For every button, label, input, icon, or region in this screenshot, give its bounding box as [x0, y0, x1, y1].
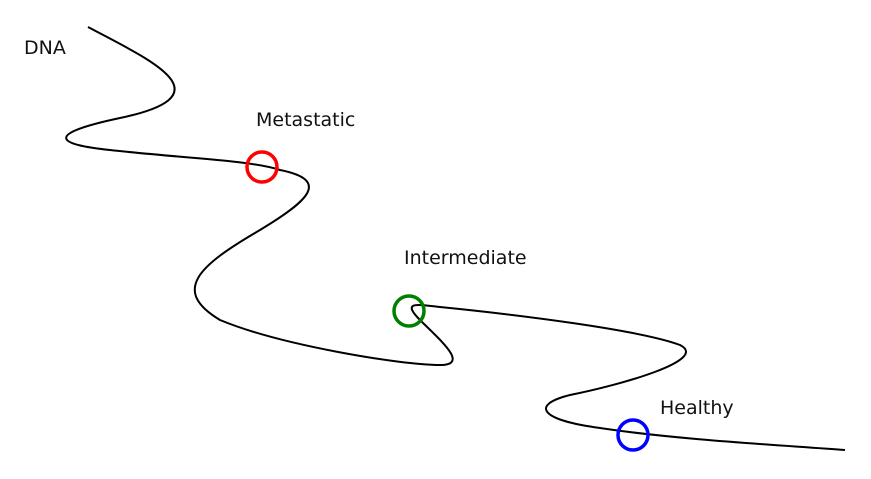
metastatic-label: Metastatic [256, 109, 356, 131]
intermediate-label: Intermediate [404, 247, 527, 269]
intermediate-marker [392, 294, 426, 328]
healthy-label: Healthy [660, 397, 734, 419]
dna-strand [65, 26, 846, 451]
healthy-marker [616, 418, 650, 452]
metastatic-marker [245, 150, 279, 184]
dna-label: DNA [24, 37, 66, 59]
